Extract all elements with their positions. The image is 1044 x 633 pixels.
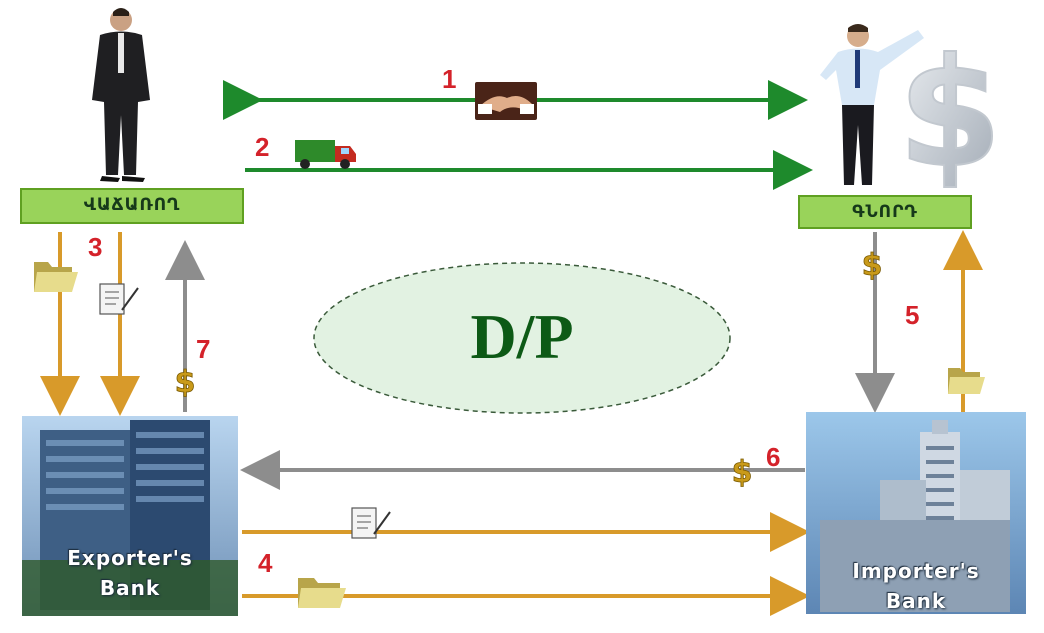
- exporter-bank-label-line1: Exporter's: [67, 546, 193, 570]
- dollar-icon: $: [175, 365, 196, 400]
- step-number-6: 6: [766, 442, 781, 472]
- document-icon: [351, 507, 391, 539]
- importer-bank-label-line1: Importer's: [852, 559, 980, 583]
- importer-bank-label-line2: Bank: [885, 589, 947, 613]
- folder-icon: [34, 262, 78, 292]
- step-number-3: 3: [88, 232, 103, 262]
- handshake-icon: [475, 82, 537, 120]
- dp-ellipse: [313, 262, 731, 414]
- dp-label: D/P: [470, 301, 574, 372]
- truck-icon: [295, 140, 356, 169]
- exporter-bank-label-line2: Bank: [99, 576, 161, 600]
- dollar-icon: $: [862, 248, 883, 283]
- step-number-1: 1: [442, 64, 457, 94]
- exporter-bank-building: [22, 416, 238, 616]
- dollar-icon: $: [732, 455, 753, 490]
- importer-person-icon: [820, 24, 924, 185]
- exporter-person-icon: [92, 8, 150, 182]
- exporter-label: ՎԱՃԱՌՈՂ: [20, 188, 244, 224]
- importer-label: ԳՆՈՐԴ: [798, 195, 972, 229]
- step-number-5: 5: [905, 300, 920, 330]
- folder-icon: [948, 368, 985, 394]
- dollar-sign-graphic: $: [898, 27, 1002, 201]
- step-number-7: 7: [196, 334, 211, 364]
- document-icon: [99, 283, 139, 315]
- importer-bank-building: [806, 412, 1026, 614]
- step-number-4: 4: [258, 548, 273, 578]
- step-number-2: 2: [255, 132, 270, 162]
- folder-icon: [298, 578, 346, 608]
